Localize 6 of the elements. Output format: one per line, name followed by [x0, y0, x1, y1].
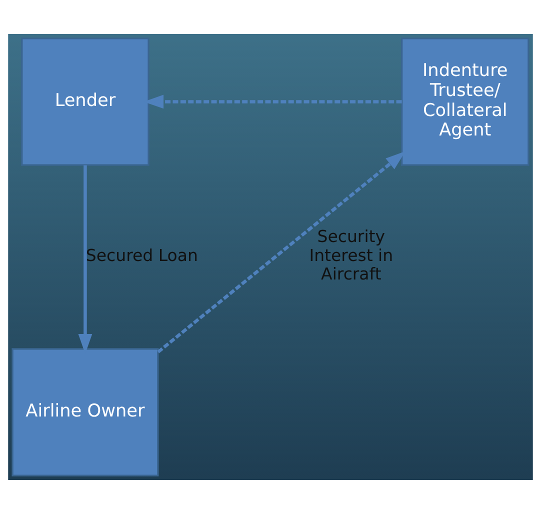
node-box: Lender: [21, 38, 150, 166]
edge-label: Secured Loan: [86, 246, 198, 265]
node-box: Airline Owner: [12, 348, 159, 476]
arrow: [157, 151, 406, 354]
edge-label: Security Interest in Aircraft: [309, 227, 394, 284]
node-box: Indenture Trustee/ Collateral Agent: [401, 38, 530, 166]
